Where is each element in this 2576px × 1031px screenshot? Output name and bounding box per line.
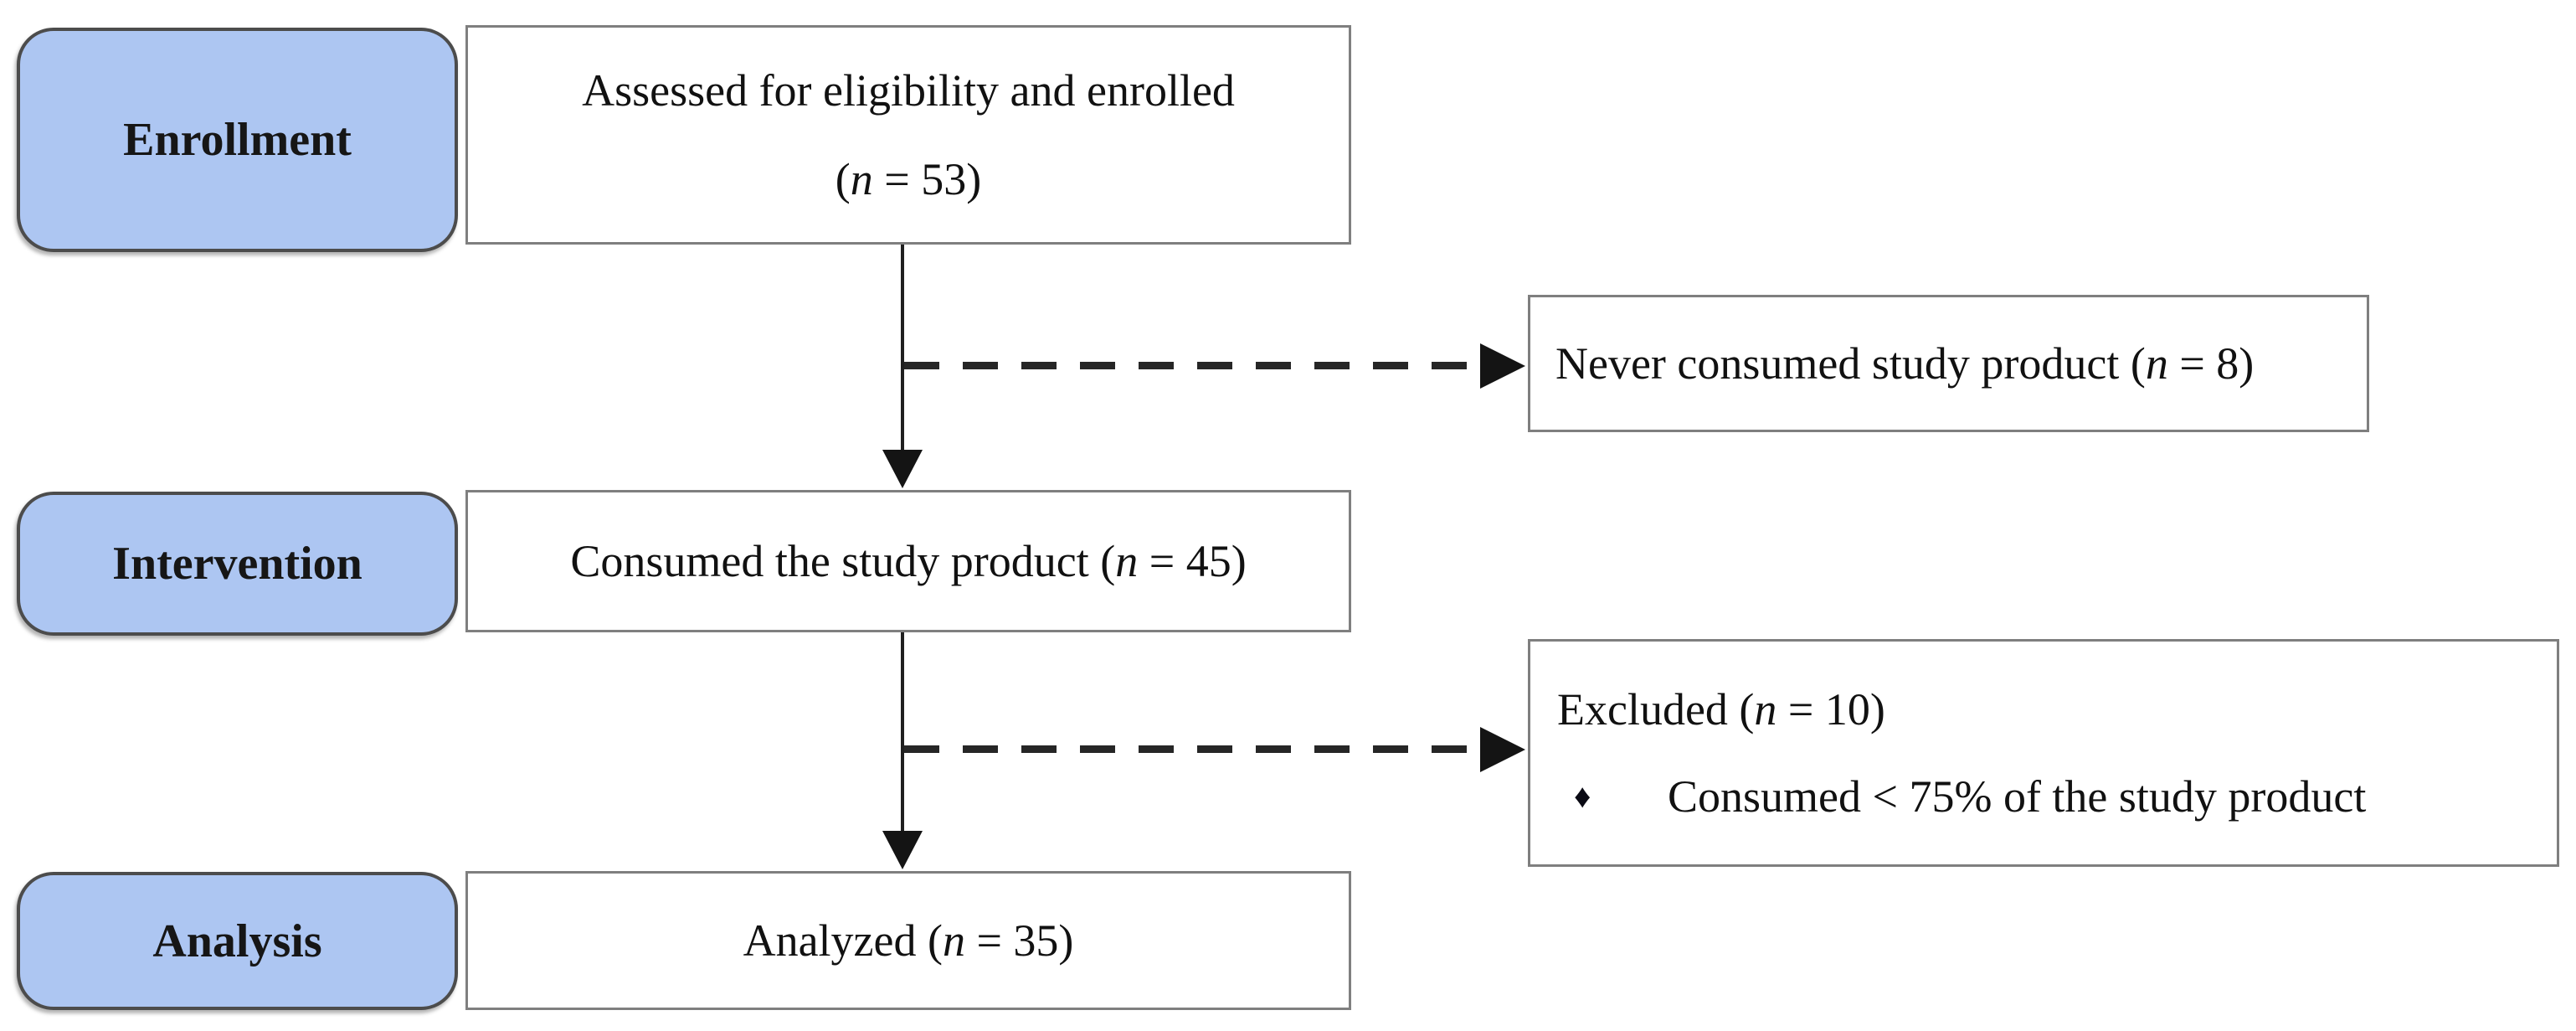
- arrowhead-down-icon: [882, 450, 923, 488]
- stage-box-analysis: Analysis: [17, 872, 458, 1010]
- text-before-n: Consumed the study product (: [570, 536, 1116, 586]
- n-value: = 8): [2167, 338, 2255, 389]
- node-assessed-count: (n = 53): [836, 157, 981, 202]
- n-symbol: n: [942, 915, 965, 966]
- paren-open: (: [835, 154, 851, 204]
- node-consumed-text: Consumed the study product (n = 45): [570, 539, 1246, 584]
- node-analyzed-text: Analyzed (n = 35): [743, 918, 1074, 963]
- stage-box-enrollment: Enrollment: [17, 28, 458, 252]
- arrowhead-right-icon: [1480, 343, 1525, 389]
- node-never-text: Never consumed study product (n = 8): [1555, 341, 2254, 386]
- node-consumed-study-product: Consumed the study product (n = 45): [465, 490, 1351, 632]
- node-assessed-line1: Assessed for eligibility and enrolled: [582, 65, 1235, 116]
- dashed-arrow-line-to-never-consumed: [904, 362, 1483, 369]
- arrowhead-down-icon: [882, 831, 923, 869]
- node-analyzed: Analyzed (n = 35): [465, 871, 1351, 1010]
- excluded-reason-text: Consumed < 75% of the study product: [1668, 771, 2367, 822]
- text-before-n: Never consumed study product (: [1555, 338, 2146, 389]
- stage-box-intervention: Intervention: [17, 492, 458, 636]
- node-never-consumed: Never consumed study product (n = 8): [1528, 295, 2369, 432]
- node-assessed-for-eligibility: Assessed for eligibility and enrolled (n…: [465, 25, 1351, 245]
- excluded-reason-item: ♦ Consumed < 75% of the study product: [1574, 774, 2557, 819]
- dashed-arrow-line-to-excluded: [904, 745, 1483, 753]
- text-before-n: Analyzed (: [743, 915, 943, 966]
- n-value: = 10): [1776, 684, 1885, 735]
- text-before-n: Excluded (: [1557, 684, 1755, 735]
- diamond-bullet-icon: ♦: [1574, 777, 1591, 815]
- stage-label-intervention: Intervention: [112, 538, 362, 590]
- stage-label-enrollment: Enrollment: [123, 114, 352, 166]
- node-excluded: Excluded (n = 10) ♦ Consumed < 75% of th…: [1528, 639, 2559, 867]
- n-value: = 53): [872, 154, 982, 204]
- arrowhead-right-icon: [1480, 727, 1525, 772]
- n-value: = 45): [1138, 536, 1247, 586]
- n-symbol: n: [2145, 338, 2168, 389]
- n-symbol: n: [850, 154, 873, 204]
- stage-label-analysis: Analysis: [152, 915, 322, 967]
- flow-arrow-line-assessed-to-consumed: [901, 245, 904, 452]
- n-symbol: n: [1754, 684, 1777, 735]
- flow-arrow-line-consumed-to-analyzed: [901, 632, 904, 833]
- node-excluded-title: Excluded (n = 10): [1557, 687, 2557, 732]
- n-value: = 35): [964, 915, 1074, 966]
- n-symbol: n: [1115, 536, 1139, 586]
